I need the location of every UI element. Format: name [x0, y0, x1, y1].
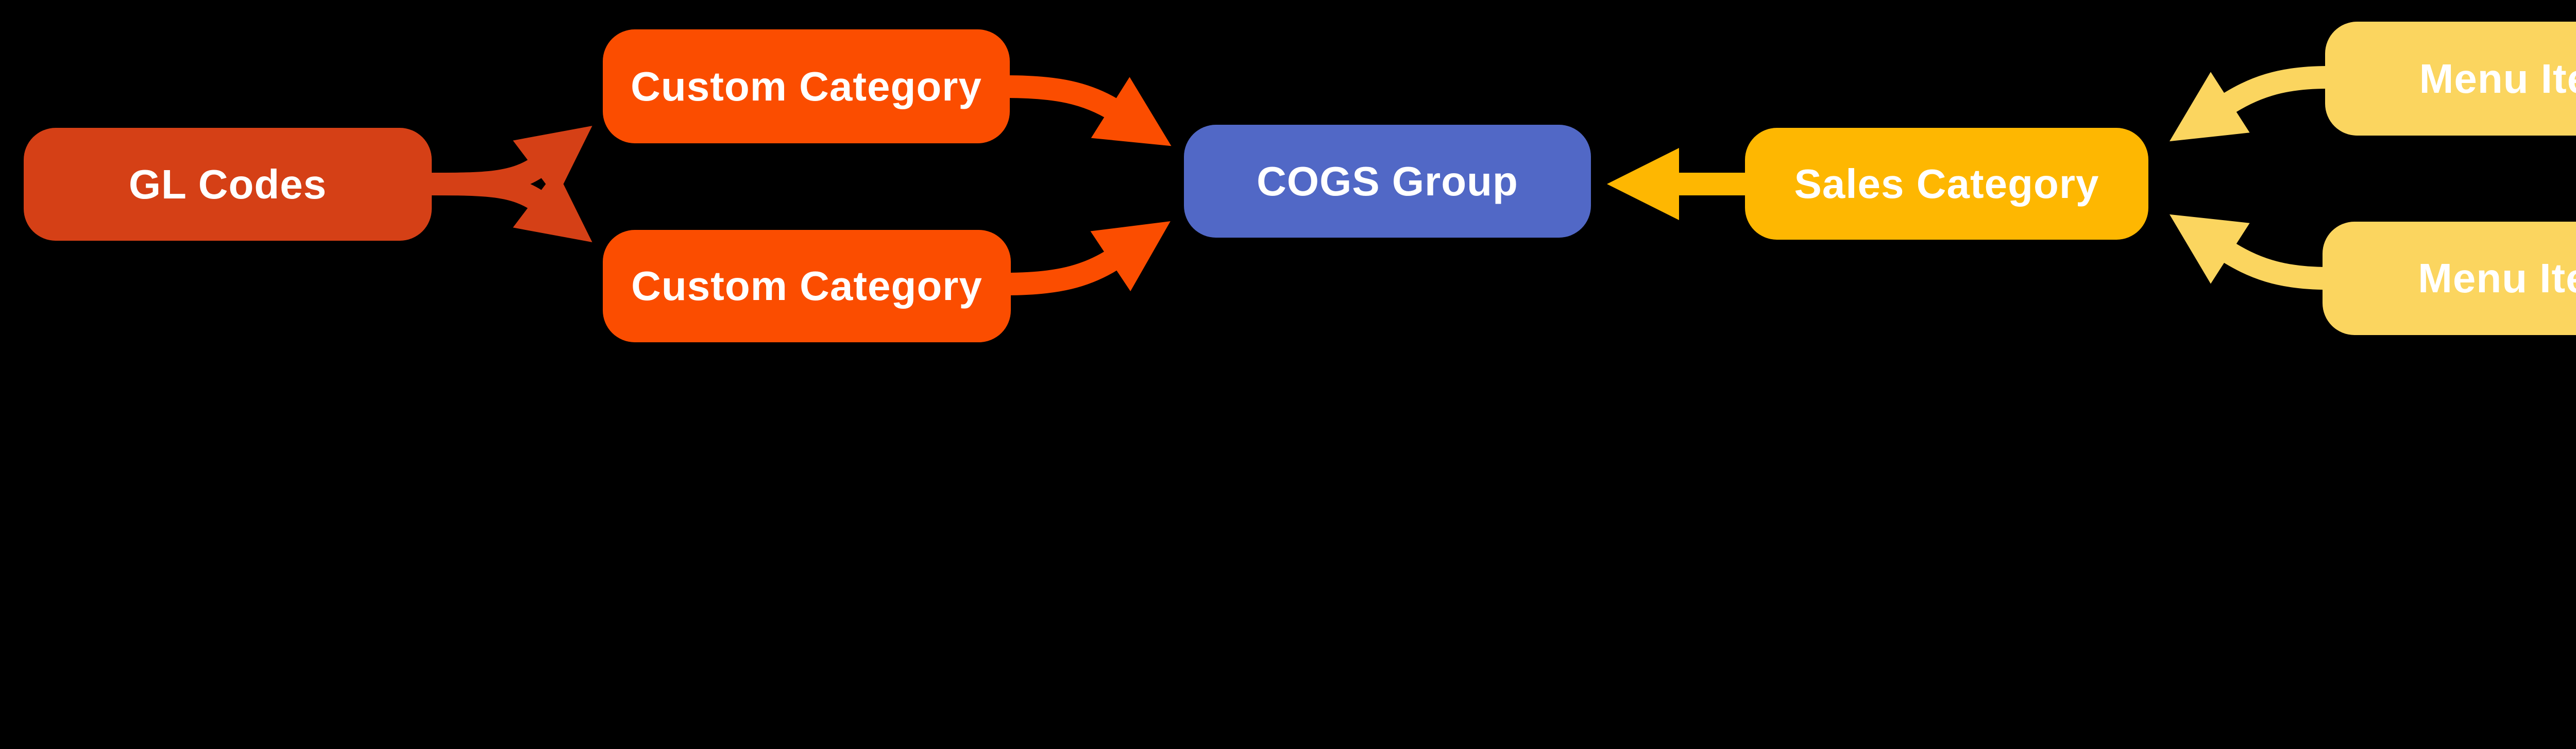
node-menu-item-top: Menu Item: [2325, 22, 2576, 136]
node-sales-category-label: Sales Category: [1794, 160, 2099, 207]
edge-menu-bottom-to-sales: [2169, 214, 2328, 290]
node-menu-item-bottom-label: Menu Item: [2418, 255, 2576, 301]
node-gl-codes: GL Codes: [24, 128, 432, 241]
node-menu-item-bottom: Menu Item: [2323, 222, 2576, 335]
edge-custom-top-to-cogs: [1005, 75, 1172, 146]
edge-gl-to-custom-bottom: [428, 170, 592, 242]
node-cogs-group-label: COGS Group: [1257, 158, 1518, 204]
node-custom-category-bottom-label: Custom Category: [631, 263, 982, 309]
node-custom-category-top: Custom Category: [603, 29, 1010, 143]
edge-custom-bottom-to-cogs: [1005, 221, 1171, 295]
edge-menu-top-to-sales: [2169, 66, 2328, 142]
node-custom-category-top-label: Custom Category: [631, 63, 982, 109]
node-cogs-group: COGS Group: [1184, 125, 1591, 238]
node-gl-codes-label: GL Codes: [128, 161, 327, 207]
node-menu-item-top-label: Menu Item: [2419, 55, 2576, 102]
node-custom-category-bottom: Custom Category: [603, 230, 1011, 342]
node-sales-category: Sales Category: [1745, 128, 2148, 240]
